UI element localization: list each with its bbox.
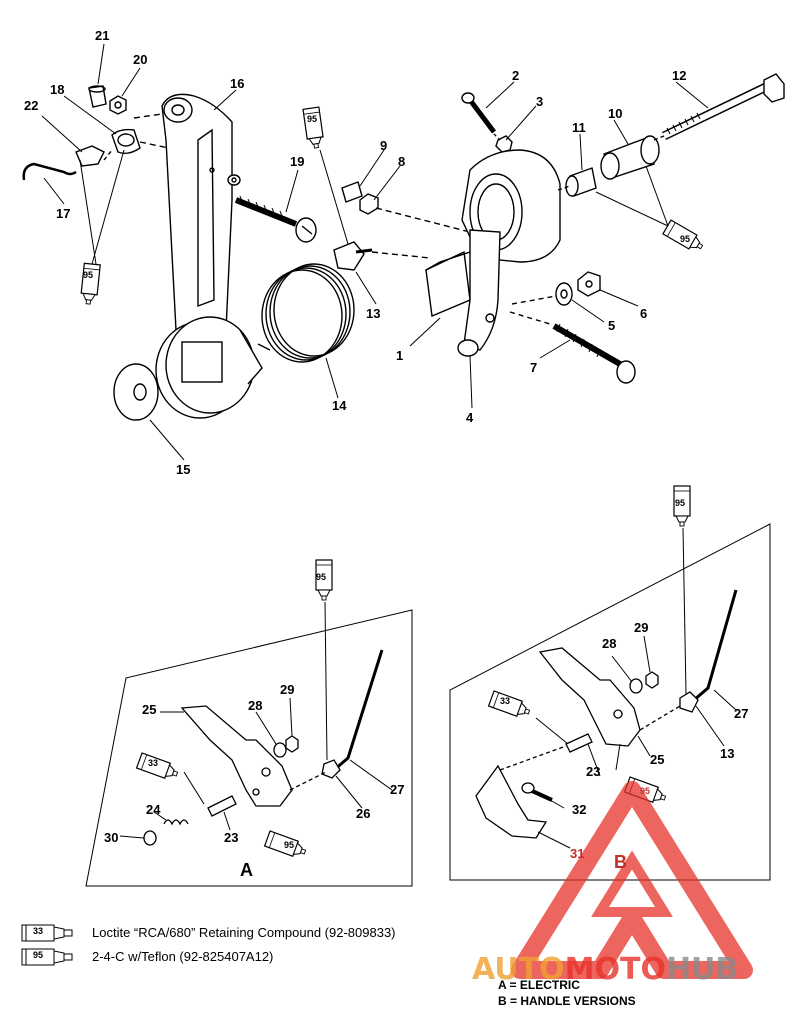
- label-b-13: 13: [720, 746, 735, 761]
- part-19-screw: [234, 195, 317, 243]
- legend-tube-95: [21, 948, 73, 966]
- part-18-bushing: [111, 128, 141, 155]
- watermark-logo: [511, 781, 753, 979]
- label-a-24: 24: [146, 802, 161, 817]
- part-15-washer: [113, 363, 159, 421]
- part-20-nut: [109, 95, 127, 115]
- part-6-nut: [577, 271, 601, 297]
- part-12-bolt: [662, 73, 785, 141]
- main-assembly: [22, 73, 785, 421]
- legend-code-33: 33: [33, 926, 44, 936]
- label-a-29: 29: [280, 682, 295, 697]
- part-10-bushing: [600, 135, 660, 180]
- tube-label-95-a: 95: [307, 114, 318, 124]
- tube-label-a-95-top: 95: [316, 572, 327, 582]
- label-part-2: 2: [512, 68, 520, 83]
- panel-b-letter: B: [614, 852, 627, 872]
- panel-a-frame: [85, 609, 413, 887]
- part-16-hub-disc: [155, 316, 263, 419]
- tube-label-a-33: 33: [148, 758, 159, 768]
- label-part-3: 3: [536, 94, 544, 109]
- label-part-9: 9: [380, 138, 388, 153]
- label-a-27: 27: [390, 782, 405, 797]
- part-7-screw: [552, 323, 636, 384]
- part-9-sleeve: [341, 181, 363, 203]
- label-b-28: 28: [602, 636, 617, 651]
- label-part-8: 8: [398, 154, 406, 169]
- label-a-25: 25: [142, 702, 157, 717]
- label-part-22: 22: [24, 98, 39, 113]
- label-a-30: 30: [104, 830, 119, 845]
- label-part-15: 15: [176, 462, 191, 477]
- part-2-bolt: [461, 92, 496, 134]
- part-11-bushing: [565, 167, 597, 197]
- watermark-hub: HUB: [665, 952, 739, 987]
- legend-text-95: 2-4-C w/Teflon (92-825407A12): [92, 949, 274, 964]
- tube-label-a-95: 95: [284, 840, 295, 850]
- label-part-1: 1: [396, 348, 404, 363]
- label-part-18: 18: [50, 82, 65, 97]
- label-part-11: 11: [572, 120, 586, 135]
- part-21-nut: [88, 85, 107, 108]
- part-5-washer: [555, 282, 573, 306]
- label-part-10: 10: [608, 106, 623, 121]
- label-part-6: 6: [640, 306, 648, 321]
- label-part-4: 4: [466, 410, 474, 425]
- label-part-19: 19: [290, 154, 305, 169]
- part-13-pivot: [333, 241, 373, 271]
- panel-a-letter: A: [240, 860, 253, 880]
- label-b-25: 25: [650, 752, 665, 767]
- label-b-29: 29: [634, 620, 649, 635]
- label-part-16: 16: [230, 76, 245, 91]
- panel-a-parts: [143, 649, 384, 846]
- label-part-14: 14: [332, 398, 347, 413]
- label-part-13: 13: [366, 306, 381, 321]
- part-16-lever-arm: [161, 93, 241, 331]
- label-a-28: 28: [248, 698, 263, 713]
- part-17-link-rod: [22, 162, 77, 181]
- tube-label-95-c: 95: [680, 234, 691, 244]
- part-4-lever: [457, 229, 501, 357]
- label-b-27: 27: [734, 706, 749, 721]
- tube-label-b-33: 33: [500, 696, 511, 706]
- panel-b-parts: [475, 589, 738, 839]
- legend-tube-33: [21, 924, 73, 942]
- part-8-nut: [359, 193, 379, 215]
- label-part-17: 17: [56, 206, 71, 221]
- note-electric: A = ELECTRIC: [498, 978, 580, 992]
- tube-label-b-95: 95: [640, 786, 651, 796]
- label-part-20: 20: [133, 52, 148, 67]
- label-b-32: 32: [572, 802, 587, 817]
- legend-text-33: Loctite “RCA/680” Retaining Compound (92…: [92, 925, 396, 940]
- label-a-26: 26: [356, 806, 371, 821]
- tube-label-95-b: 95: [83, 270, 94, 280]
- panel-a-tubes: [135, 559, 333, 861]
- watermark-moto: MOTO: [564, 952, 666, 987]
- note-handle-versions: B = HANDLE VERSIONS: [498, 994, 636, 1008]
- label-b-23: 23: [586, 764, 601, 779]
- label-part-5: 5: [608, 318, 616, 333]
- legend-code-95: 95: [33, 950, 44, 960]
- part-14-spring: [257, 263, 355, 363]
- label-part-12: 12: [672, 68, 687, 83]
- label-part-7: 7: [530, 360, 538, 375]
- label-b-31: 31: [570, 846, 585, 861]
- label-a-23: 23: [224, 830, 239, 845]
- watermark-text: AUTOMOTOHUB: [472, 952, 738, 987]
- label-part-21: 21: [95, 28, 110, 43]
- watermark-auto: AUTO: [472, 952, 565, 987]
- panel-b-frame: [449, 523, 771, 881]
- tube-label-b-95-top: 95: [675, 498, 686, 508]
